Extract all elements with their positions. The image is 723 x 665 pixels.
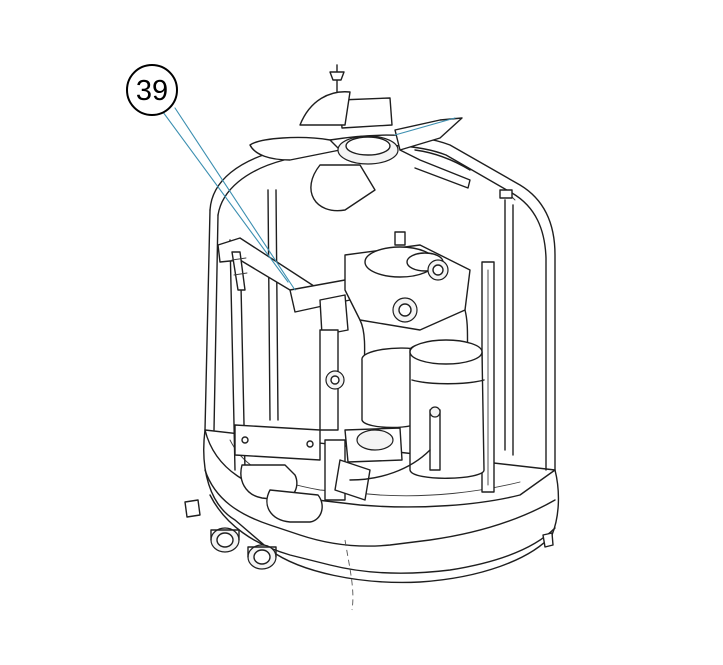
callout-leader <box>159 107 456 291</box>
corner-posts <box>229 189 514 493</box>
compressor-tank <box>361 339 485 479</box>
callout-39: 39 <box>126 64 178 116</box>
pump-housing <box>344 231 471 421</box>
plumbing <box>234 329 431 501</box>
callout-number: 39 <box>136 75 168 107</box>
front-fittings <box>184 464 554 570</box>
bracket-39 <box>217 237 351 336</box>
fan-assembly <box>249 64 471 212</box>
callout-circle <box>126 64 178 116</box>
